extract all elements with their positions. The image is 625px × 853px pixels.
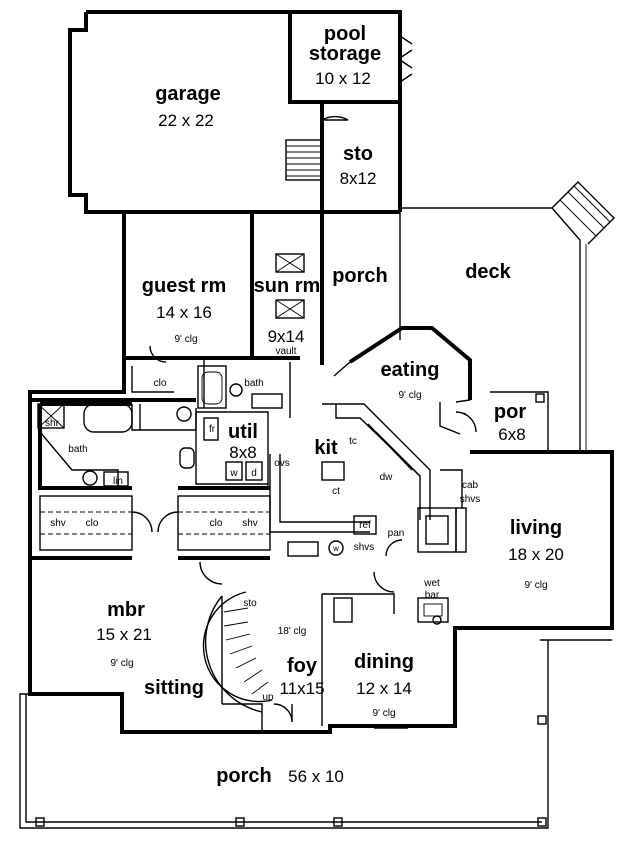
deck-outline bbox=[399, 181, 615, 452]
label-clo-left: clo bbox=[86, 518, 99, 529]
kitchen bbox=[269, 403, 431, 593]
sunroom-skylights bbox=[275, 253, 305, 319]
label-w: w bbox=[229, 468, 238, 479]
fireplace bbox=[417, 469, 467, 553]
pool-storage-doors bbox=[321, 35, 413, 121]
label-shvs-fire: shvs bbox=[460, 494, 481, 505]
label-clo-right: clo bbox=[210, 518, 223, 529]
label-kit: kit bbox=[314, 437, 338, 459]
eating-bay bbox=[333, 326, 549, 452]
label-fr: fr bbox=[209, 424, 216, 435]
label-cab: cab bbox=[462, 480, 479, 491]
label-garage-dim: 22 x 22 bbox=[158, 111, 214, 130]
label-sto-upper-dim: 8x12 bbox=[340, 169, 377, 188]
label-wet: wet bbox=[423, 578, 440, 589]
label-foy-clg: 18' clg bbox=[278, 626, 307, 637]
label-shr: shr bbox=[45, 418, 60, 429]
label-sun-rm-note: vault bbox=[275, 346, 296, 357]
label-pool-storage-2: storage bbox=[309, 43, 381, 65]
label-lin: lin bbox=[113, 476, 123, 487]
label-bath-master: bath bbox=[68, 444, 87, 455]
label-shv-left: shv bbox=[50, 518, 66, 529]
front-porch bbox=[19, 639, 612, 829]
label-util-dim: 8x8 bbox=[229, 443, 256, 462]
label-eating: eating bbox=[381, 359, 440, 381]
label-bar: bar bbox=[425, 590, 440, 601]
label-dw: dw bbox=[380, 472, 394, 483]
label-porch-front-dim: 56 x 10 bbox=[288, 767, 344, 786]
label-dining: dining bbox=[354, 651, 414, 673]
label-w-small: w bbox=[332, 544, 339, 553]
label-pool-storage-1: pool bbox=[324, 23, 366, 45]
guest-bath bbox=[131, 345, 291, 418]
windows bbox=[68, 451, 610, 729]
label-porch-front: porch bbox=[216, 765, 272, 787]
label-up: up bbox=[262, 692, 274, 703]
label-mbr-clg: 9' clg bbox=[110, 658, 133, 669]
front-door bbox=[273, 703, 293, 723]
label-util: util bbox=[228, 421, 258, 443]
por-door bbox=[455, 411, 477, 433]
label-tc: tc bbox=[349, 436, 357, 447]
label-guest-rm: guest rm bbox=[142, 275, 226, 297]
label-dining-clg: 9' clg bbox=[372, 708, 395, 719]
label-eating-clg: 9' clg bbox=[398, 390, 421, 401]
label-sto-upper: sto bbox=[343, 143, 373, 165]
foyer-stairs bbox=[199, 561, 273, 732]
label-foy: foy bbox=[287, 655, 318, 677]
label-living-clg: 9' clg bbox=[524, 580, 547, 591]
label-ovs: ovs bbox=[274, 458, 290, 469]
label-mbr: mbr bbox=[107, 599, 145, 621]
label-guest-rm-clg: 9' clg bbox=[174, 334, 197, 345]
label-por-dim: 6x8 bbox=[498, 425, 525, 444]
util-room bbox=[195, 411, 269, 490]
label-foy-dim: 11x15 bbox=[279, 679, 324, 698]
label-d: d bbox=[251, 468, 257, 479]
label-shvs-kit: shvs bbox=[354, 542, 375, 553]
label-sun-rm: sun rm bbox=[254, 275, 321, 297]
label-sto-stair: sto bbox=[243, 598, 257, 609]
label-pan: pan bbox=[388, 528, 405, 539]
label-pool-storage-dim: 10 x 12 bbox=[315, 69, 371, 88]
label-porch-side: porch bbox=[332, 265, 388, 287]
label-guest-rm-dim: 14 x 16 bbox=[156, 303, 212, 322]
label-clo-guest: clo bbox=[154, 378, 167, 389]
label-ct: ct bbox=[332, 486, 340, 497]
label-dining-dim: 12 x 14 bbox=[356, 679, 412, 698]
label-living-dim: 18 x 20 bbox=[508, 545, 564, 564]
closets bbox=[30, 486, 271, 560]
label-shv-right: shv bbox=[242, 518, 258, 529]
label-living: living bbox=[510, 517, 562, 539]
master-bath bbox=[37, 403, 195, 488]
label-bath-guest: bath bbox=[244, 378, 263, 389]
label-garage: garage bbox=[155, 83, 221, 105]
label-mbr-dim: 15 x 21 bbox=[96, 625, 152, 644]
dining-walls bbox=[321, 593, 449, 726]
label-ref: ref bbox=[359, 520, 371, 531]
label-sun-rm-dim: 9x14 bbox=[268, 327, 305, 346]
label-deck: deck bbox=[465, 261, 511, 283]
label-sitting: sitting bbox=[144, 677, 204, 699]
label-por: por bbox=[494, 401, 526, 423]
